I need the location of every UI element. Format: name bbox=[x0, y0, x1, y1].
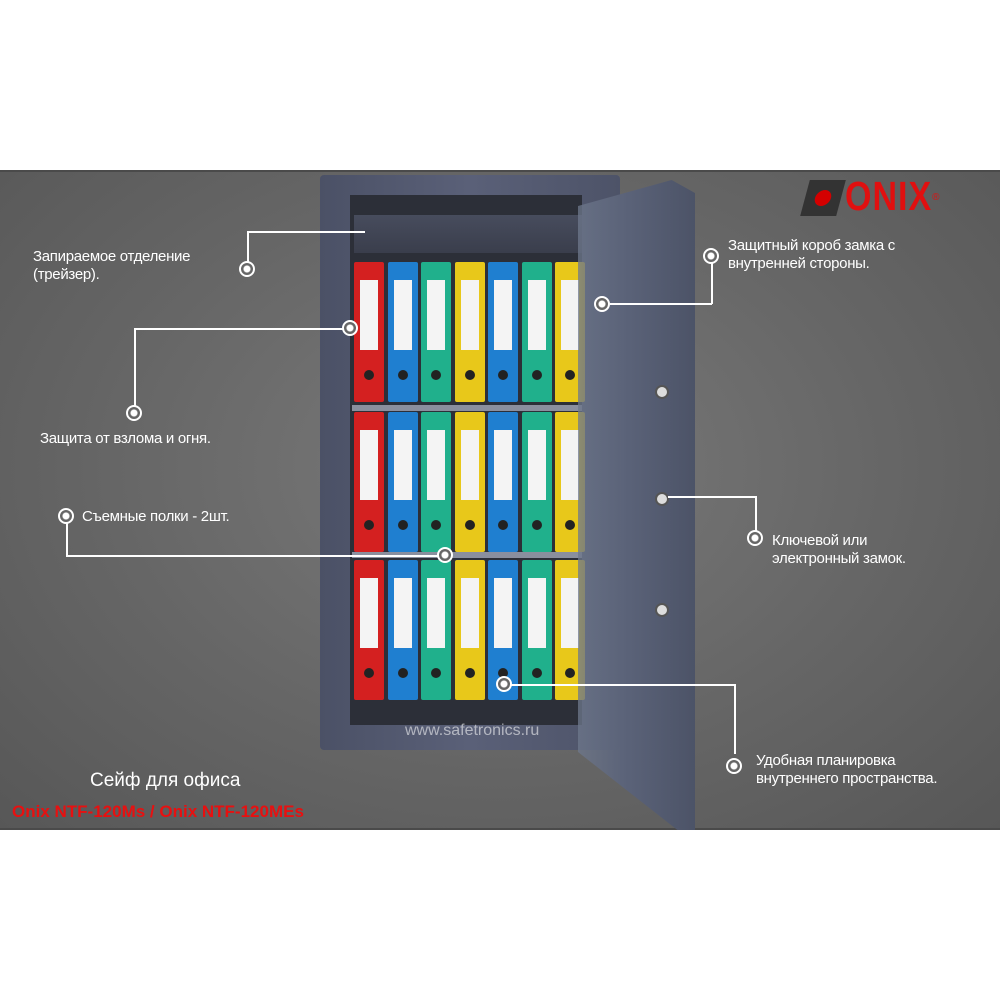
watermark: www.safetronics.ru bbox=[405, 722, 540, 739]
binder bbox=[488, 262, 518, 402]
binder bbox=[387, 412, 418, 552]
callout-line bbox=[505, 684, 735, 686]
callout-protection: Защита от взлома и огня. bbox=[40, 430, 211, 447]
onix-logo: ONIX® bbox=[800, 174, 940, 220]
binder bbox=[454, 412, 485, 552]
binder bbox=[521, 560, 552, 700]
callout-line bbox=[134, 328, 344, 330]
binder bbox=[521, 412, 552, 552]
callout-line bbox=[247, 231, 249, 269]
callout-line bbox=[66, 555, 438, 557]
binder bbox=[488, 560, 518, 700]
callout-line bbox=[711, 262, 713, 304]
binder bbox=[454, 560, 485, 700]
callout-line bbox=[247, 231, 365, 233]
callout-line bbox=[66, 516, 68, 556]
callout-line bbox=[668, 496, 756, 498]
callout-dot bbox=[594, 296, 610, 312]
callout-shelves: Съемные полки - 2шт. bbox=[82, 508, 230, 525]
product-title: Сейф для офиса bbox=[90, 770, 241, 791]
binder bbox=[387, 560, 418, 700]
shelf bbox=[352, 552, 582, 558]
shelf bbox=[352, 405, 582, 411]
callout-dot bbox=[726, 758, 742, 774]
door-bolt bbox=[655, 385, 669, 399]
binder bbox=[521, 262, 552, 402]
callout-dot bbox=[747, 530, 763, 546]
callout-line bbox=[610, 303, 712, 305]
safe-door bbox=[578, 180, 695, 830]
binder bbox=[421, 412, 451, 552]
binder bbox=[454, 262, 485, 402]
lockable-tray bbox=[354, 215, 582, 253]
callout-line bbox=[755, 496, 757, 536]
binder bbox=[387, 262, 418, 402]
door-bolt bbox=[655, 603, 669, 617]
callout-dot bbox=[703, 248, 719, 264]
callout-dot bbox=[126, 405, 142, 421]
binder bbox=[421, 560, 451, 700]
callout-dot bbox=[342, 320, 358, 336]
binder bbox=[354, 560, 384, 700]
binder bbox=[354, 412, 384, 552]
binder bbox=[488, 412, 518, 552]
callout-tray: Запираемое отделение(трейзер). bbox=[33, 248, 191, 283]
callout-dot bbox=[496, 676, 512, 692]
door-lock bbox=[655, 492, 669, 506]
callout-line bbox=[734, 684, 736, 754]
binder bbox=[354, 262, 384, 402]
callout-line bbox=[134, 328, 136, 412]
callout-dot bbox=[58, 508, 74, 524]
callout-dot bbox=[437, 547, 453, 563]
product-model: Onix NTF-120Ms / Onix NTF-120MEs bbox=[12, 802, 304, 821]
binder bbox=[421, 262, 451, 402]
callout-dot bbox=[239, 261, 255, 277]
